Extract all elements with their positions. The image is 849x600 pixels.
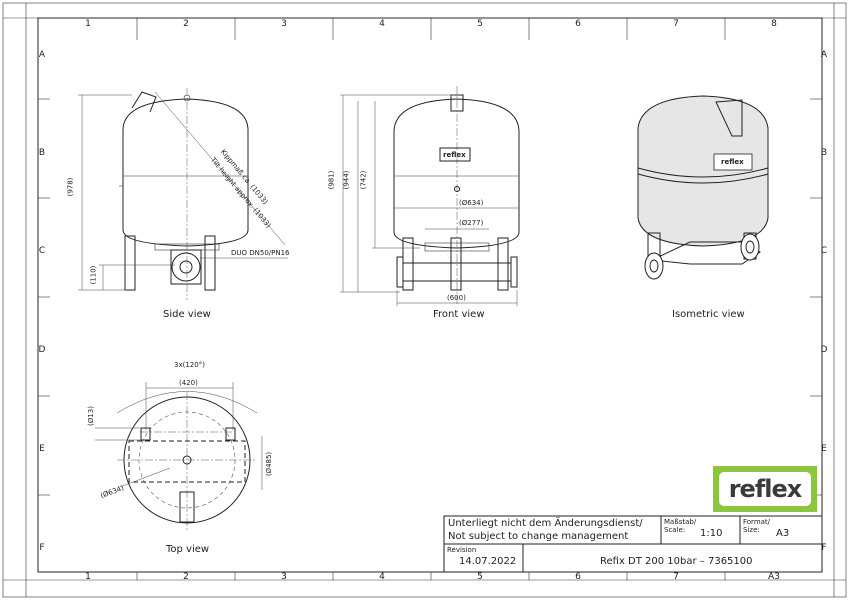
dim-front-base: (600) <box>447 294 466 302</box>
format-label-2: Size: <box>743 526 760 534</box>
scale-label-2: Scale: <box>664 526 686 534</box>
revision-value: 14.07.2022 <box>459 556 517 567</box>
grid-row-label: A <box>38 50 46 60</box>
grid-col-label: 6 <box>575 572 581 582</box>
top-view-drawing <box>95 382 263 530</box>
grid-row-label: B <box>820 148 828 158</box>
grid-col-label: 3 <box>281 19 287 29</box>
notice-line-1: Unterliegt nicht dem Änderungsdienst/ <box>448 518 643 529</box>
grid-row-label: C <box>38 246 46 256</box>
dim-top-spacing: (420) <box>179 379 198 387</box>
dim-top-angle: 3x(120°) <box>174 361 205 369</box>
grid-col-label: 2 <box>183 19 189 29</box>
grid-row-label: F <box>821 543 827 553</box>
revision-label: Revision <box>447 546 477 554</box>
grid-row-label: F <box>39 543 45 553</box>
grid-row-label: B <box>38 148 46 158</box>
reflex-logo-text: reflex <box>719 472 811 506</box>
front-view-drawing <box>340 86 520 306</box>
grid-col-label: 1 <box>85 572 91 582</box>
dim-top-d2: (Ø485) <box>265 451 274 477</box>
grid-col-label: 7 <box>673 572 679 582</box>
grid-col-label: 8 <box>771 19 777 29</box>
grid-col-label: 5 <box>477 572 483 582</box>
top-view-label: Top view <box>166 544 210 555</box>
grid-row-label: D <box>38 345 46 355</box>
scale-label-1: Maßstab/ <box>664 518 697 526</box>
side-view-label: Side view <box>163 309 211 320</box>
isometric-nameplate: reflex <box>721 158 744 166</box>
grid-row-label: E <box>39 444 45 454</box>
notice-line-2: Not subject to change management <box>448 531 629 542</box>
dim-connection: DUO DN50/PN16 <box>231 249 290 257</box>
grid-col-label: 2 <box>183 572 189 582</box>
reflex-logo: reflex <box>713 466 817 512</box>
dim-top-hole: (Ø13) <box>86 406 95 426</box>
side-view-drawing <box>78 88 288 300</box>
grid-col-label: A3 <box>768 572 780 582</box>
grid-col-label: 7 <box>673 19 679 29</box>
scale-value: 1:10 <box>700 528 723 539</box>
isometric-view-label: Isometric view <box>672 309 745 320</box>
dim-front-d1: (Ø634) <box>459 199 484 207</box>
dim-front-h2: (944) <box>342 170 351 190</box>
isometric-view-drawing <box>637 95 769 280</box>
grid-col-label: 6 <box>575 19 581 29</box>
grid-row-label: A <box>820 50 828 60</box>
drawing-title: Refix DT 200 10bar – 7365100 <box>600 556 753 567</box>
dim-front-h1: (981) <box>327 170 336 190</box>
grid-col-label: 3 <box>281 572 287 582</box>
dim-front-d2: (Ø277) <box>459 219 484 227</box>
grid-col-label: 4 <box>379 19 385 29</box>
grid-row-label: E <box>821 444 827 454</box>
format-value: A3 <box>776 528 790 539</box>
dim-side-base: (110) <box>89 265 98 285</box>
grid-row-label: D <box>820 345 828 355</box>
grid-col-label: 5 <box>477 19 483 29</box>
grid-col-label: 1 <box>85 19 91 29</box>
dim-side-height: (978) <box>66 177 75 197</box>
grid-row-label: C <box>820 246 828 256</box>
front-view-label: Front view <box>433 309 485 320</box>
grid-col-label: 4 <box>379 572 385 582</box>
front-nameplate: reflex <box>443 151 466 159</box>
grid-ticks <box>3 3 846 597</box>
dim-front-h3: (742) <box>359 170 368 190</box>
title-block-lines <box>443 515 823 573</box>
format-label-1: Format/ <box>743 518 771 526</box>
